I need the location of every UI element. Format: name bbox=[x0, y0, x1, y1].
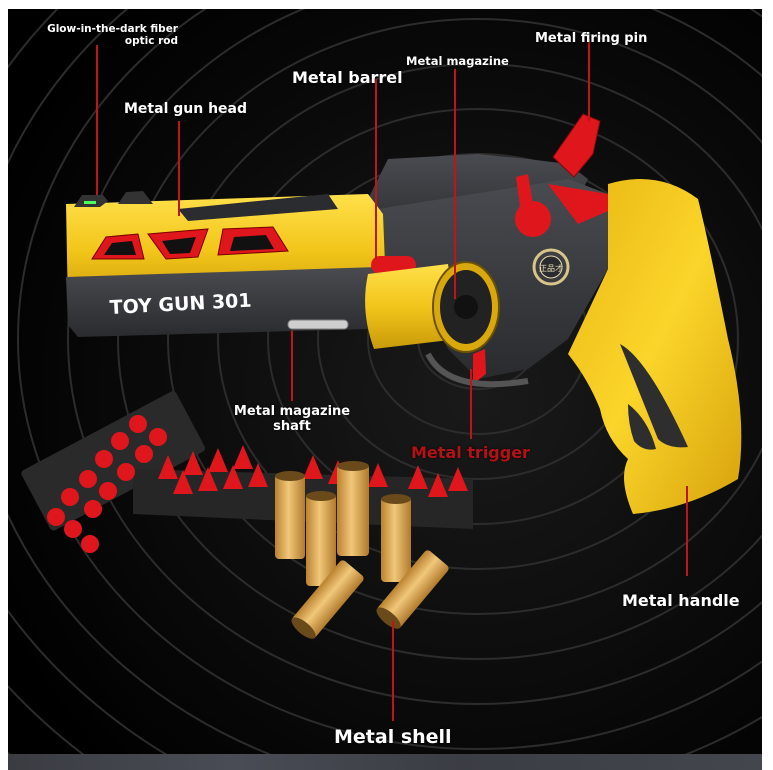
leader-shell bbox=[392, 621, 394, 721]
firing-pin bbox=[552, 113, 601, 178]
label-barrel: Metal barrel bbox=[292, 68, 403, 87]
ammo-rack bbox=[21, 391, 473, 639]
label-fiber-line1: Glow-in-the-dark fiber bbox=[47, 23, 178, 35]
leader-magazine-shaft bbox=[291, 331, 293, 401]
label-handle: Metal handle bbox=[622, 591, 740, 610]
label-shell: Metal shell bbox=[334, 726, 452, 748]
metal-shells bbox=[275, 461, 449, 639]
label-firing-pin: Metal firing pin bbox=[535, 31, 648, 46]
brand-emblem bbox=[532, 248, 570, 286]
leader-firing-pin bbox=[588, 39, 590, 121]
leader-handle bbox=[686, 486, 688, 576]
grip-handle bbox=[568, 179, 742, 514]
cylinder-magazine bbox=[365, 264, 458, 349]
label-magazine-shaft: Metal magazine shaft bbox=[232, 404, 352, 435]
label-fiber-optic-rod: Glow-in-the-dark fiber optic rod bbox=[44, 23, 178, 47]
magazine-shaft bbox=[287, 319, 349, 330]
leader-gun-head bbox=[178, 121, 180, 216]
label-shaft-line2: shaft bbox=[273, 418, 311, 434]
revolver: 正品才 TOY GUN 301 bbox=[66, 113, 742, 514]
label-trigger: Metal trigger bbox=[411, 443, 530, 462]
leader-barrel bbox=[375, 79, 377, 259]
leader-fiber-rod bbox=[96, 45, 98, 195]
label-fiber-line2: optic rod bbox=[124, 35, 178, 48]
revolver-illustration: 正品才 TOY GUN 301 bbox=[8, 9, 762, 754]
bottom-strip bbox=[8, 754, 762, 770]
emblem-text: 正品才 bbox=[539, 263, 563, 273]
label-gun-head: Metal gun head bbox=[124, 101, 247, 117]
trigger bbox=[473, 349, 486, 384]
product-image: 正品才 TOY GUN 301 bbox=[8, 9, 762, 754]
label-magazine: Metal magazine bbox=[406, 54, 509, 68]
label-shaft-line1: Metal magazine bbox=[233, 404, 351, 419]
leader-magazine bbox=[454, 69, 456, 299]
leader-trigger bbox=[470, 369, 472, 439]
